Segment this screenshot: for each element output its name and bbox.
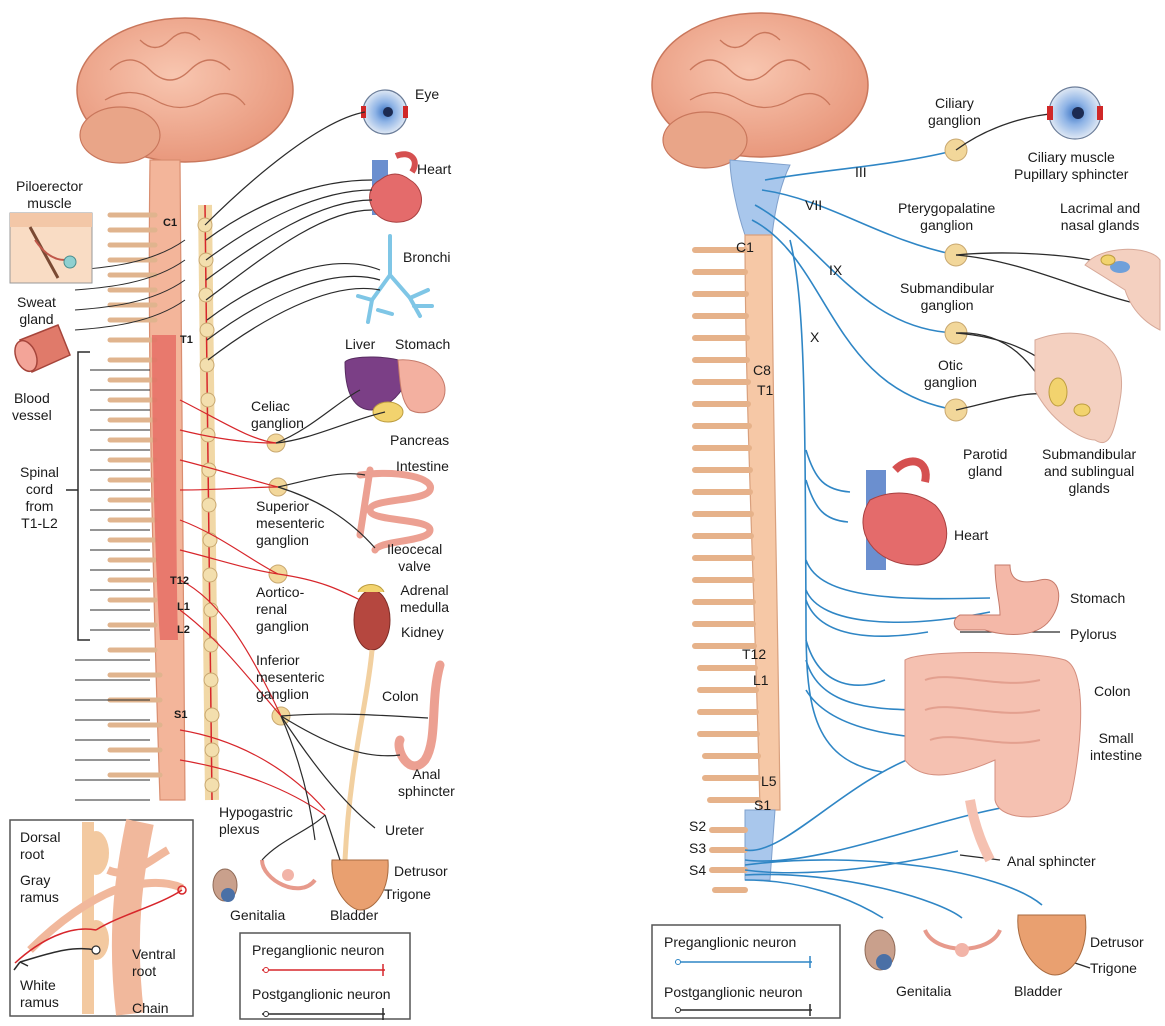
brain-right bbox=[652, 13, 868, 168]
label-hypogastric-plexus: Hypogastric plexus bbox=[219, 804, 293, 838]
level-l2-left: L2 bbox=[177, 622, 190, 639]
skin-inset bbox=[10, 213, 92, 283]
level-s1-left: S1 bbox=[174, 707, 187, 724]
heart-left bbox=[370, 154, 422, 222]
bladder-genitalia-left bbox=[213, 860, 388, 910]
label-aorticorenal-ganglion: Aortico- renal ganglion bbox=[256, 584, 309, 635]
label-ureter: Ureter bbox=[385, 822, 424, 839]
level-c1-right: C1 bbox=[736, 239, 754, 256]
legend-left-preganglionic: Preganglionic neuron bbox=[252, 942, 384, 958]
label-nerve-vii: VII bbox=[805, 197, 822, 214]
eye-left bbox=[361, 90, 408, 134]
level-t12-left: T12 bbox=[170, 573, 189, 590]
label-superior-mesenteric-ganglion: Superior mesenteric ganglion bbox=[256, 498, 324, 549]
label-stomach-left: Stomach bbox=[395, 336, 450, 353]
level-s1-right: S1 bbox=[754, 797, 771, 814]
liver-stomach-left bbox=[345, 357, 445, 422]
label-lacrimal-glands: Lacrimal and nasal glands bbox=[1060, 200, 1140, 234]
label-ventral-root: Ventral root bbox=[132, 946, 176, 980]
label-spinal-cord: Spinal cord from T1-L2 bbox=[20, 464, 59, 532]
legend-left-postganglionic: Postganglionic neuron bbox=[252, 986, 391, 1002]
label-piloerector-muscle: Piloerector muscle bbox=[16, 178, 83, 212]
label-celiac-ganglion: Celiac ganglion bbox=[251, 398, 304, 432]
label-anal-sphincter-right: Anal sphincter bbox=[1007, 853, 1096, 870]
level-t1-left: T1 bbox=[180, 332, 193, 349]
label-pterygopalatine-ganglion: Pterygopalatine ganglion bbox=[898, 200, 995, 234]
label-gray-ramus: Gray ramus bbox=[20, 872, 59, 906]
label-pancreas: Pancreas bbox=[390, 432, 449, 449]
spinal-cord-right bbox=[745, 235, 780, 810]
level-s2-right: S2 bbox=[689, 818, 706, 835]
heart-right bbox=[863, 461, 947, 570]
legend-right-postganglionic: Postganglionic neuron bbox=[664, 984, 803, 1000]
level-c8-right: C8 bbox=[753, 362, 771, 379]
level-t1-right: T1 bbox=[757, 382, 773, 399]
level-s4-right: S4 bbox=[689, 862, 706, 879]
head-salivary bbox=[1035, 333, 1122, 442]
label-genitalia-right: Genitalia bbox=[896, 983, 951, 1000]
label-stomach-right: Stomach bbox=[1070, 590, 1125, 607]
brain-left bbox=[77, 18, 293, 163]
label-eye-left: Eye bbox=[415, 86, 439, 103]
label-nerve-iii: III bbox=[855, 164, 867, 181]
stomach-right bbox=[954, 565, 1058, 634]
label-submandibular-ganglion: Submandibular ganglion bbox=[900, 280, 994, 314]
label-parotid-gland: Parotid gland bbox=[963, 446, 1007, 480]
level-l1-left: L1 bbox=[177, 599, 190, 616]
genitalia-right bbox=[865, 930, 1000, 970]
label-small-intestine: Small intestine bbox=[1090, 730, 1142, 764]
label-detrusor-left: Detrusor bbox=[394, 863, 448, 880]
label-bronchi: Bronchi bbox=[403, 249, 450, 266]
sympathetic-postganglionic-fibers bbox=[205, 112, 428, 860]
label-detrusor-right: Detrusor bbox=[1090, 934, 1144, 951]
label-otic-ganglion: Otic ganglion bbox=[924, 357, 977, 391]
blood-vessel-left bbox=[11, 325, 70, 375]
label-ciliary-muscle: Ciliary muscle Pupillary sphincter bbox=[1014, 149, 1128, 183]
label-ileocecal-valve: Ileocecal valve bbox=[387, 541, 442, 575]
label-trigone-left: Trigone bbox=[384, 886, 431, 903]
label-anal-sphincter-left: Anal sphincter bbox=[398, 766, 455, 800]
level-l1-right: L1 bbox=[753, 672, 769, 689]
label-genitalia-left: Genitalia bbox=[230, 907, 285, 924]
intestines-right bbox=[905, 653, 1081, 861]
label-colon-left: Colon bbox=[382, 688, 419, 705]
label-ciliary-ganglion: Ciliary ganglion bbox=[928, 95, 981, 129]
bladder-right bbox=[1018, 915, 1086, 975]
legend-right-preganglionic: Preganglionic neuron bbox=[664, 934, 796, 950]
label-submandibular-glands: Submandibular and sublingual glands bbox=[1042, 446, 1136, 497]
label-colon-right: Colon bbox=[1094, 683, 1131, 700]
face-lacrimal bbox=[1085, 249, 1160, 330]
label-pylorus: Pylorus bbox=[1070, 626, 1117, 643]
label-adrenal-medulla: Adrenal medulla bbox=[400, 582, 449, 616]
label-sweat-gland: Sweat gland bbox=[17, 294, 56, 328]
label-nerve-ix: IX bbox=[829, 262, 842, 279]
label-dorsal-root: Dorsal root bbox=[20, 829, 60, 863]
level-s3-right: S3 bbox=[689, 840, 706, 857]
label-nerve-x: X bbox=[810, 329, 819, 346]
label-intestine: Intestine bbox=[396, 458, 449, 475]
label-inferior-mesenteric-ganglion: Inferior mesenteric ganglion bbox=[256, 652, 324, 703]
level-c1-left: C1 bbox=[163, 215, 177, 232]
label-heart-right: Heart bbox=[954, 527, 988, 544]
label-white-ramus: White ramus bbox=[20, 977, 59, 1011]
sympathetic-panel bbox=[10, 18, 445, 1020]
kidney-left bbox=[345, 585, 390, 861]
colon-left bbox=[399, 665, 440, 766]
label-bladder-left: Bladder bbox=[330, 907, 378, 924]
eye-right bbox=[1047, 87, 1103, 139]
label-heart-left: Heart bbox=[417, 161, 451, 178]
label-trigone-right: Trigone bbox=[1090, 960, 1137, 977]
label-kidney: Kidney bbox=[401, 624, 444, 641]
label-bladder-right: Bladder bbox=[1014, 983, 1062, 1000]
level-t12-right: T12 bbox=[742, 646, 766, 663]
label-liver: Liver bbox=[345, 336, 375, 353]
label-chain: Chain bbox=[132, 1000, 169, 1017]
intestine-left bbox=[360, 470, 430, 550]
level-l5-right: L5 bbox=[761, 773, 777, 790]
label-blood-vessel: Blood vessel bbox=[12, 390, 52, 424]
spinal-cord-bracket bbox=[78, 352, 90, 640]
